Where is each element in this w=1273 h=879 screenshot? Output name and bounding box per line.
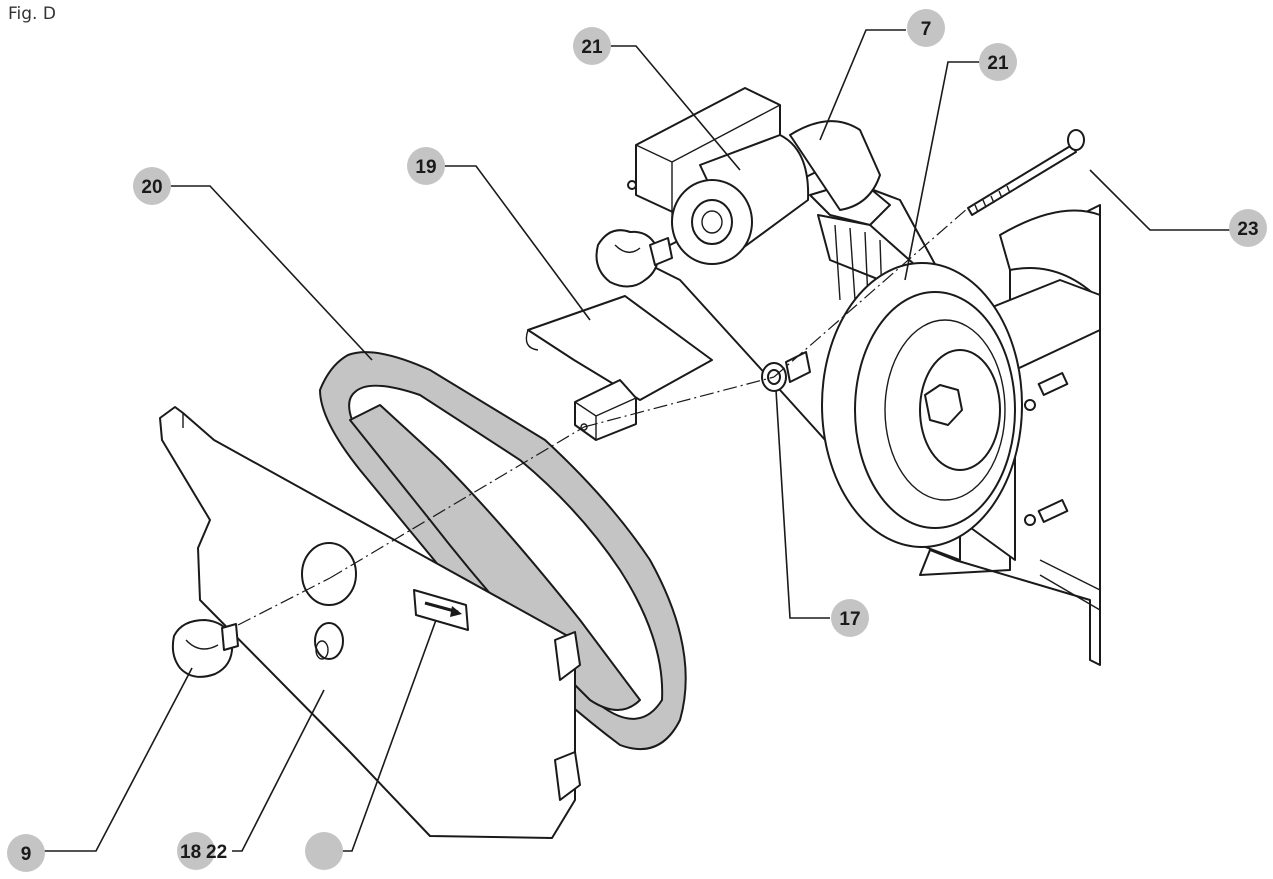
callout-7: 7 <box>907 9 945 47</box>
callout-23-text: 23 <box>1237 219 1258 240</box>
top-knob <box>595 229 673 288</box>
callout-17: 17 <box>831 599 869 637</box>
callout-21-left-text: 21 <box>581 37 603 58</box>
callout-18-22: 18 22 <box>177 832 227 870</box>
callout-23: 23 <box>1229 209 1267 247</box>
callout-19-text: 19 <box>415 157 436 178</box>
assembly-axes <box>237 207 969 626</box>
front-knob <box>171 619 239 678</box>
drive-belt <box>319 351 687 750</box>
callout-7-text: 7 <box>921 19 932 40</box>
leader-lines <box>36 29 1230 852</box>
bracket-plate <box>525 295 713 441</box>
callout-20: 20 <box>133 167 171 205</box>
roller <box>671 120 881 265</box>
front-cover <box>159 406 581 839</box>
washer-screw <box>761 351 811 392</box>
drive-pulley <box>821 262 1023 548</box>
figure-label: Fig. D <box>8 4 56 24</box>
callout-21-right: 21 <box>979 43 1017 81</box>
callout-blank <box>305 832 343 870</box>
long-bolt <box>967 129 1085 216</box>
callout-9: 9 <box>7 834 45 872</box>
callout-22-text: 22 <box>206 842 227 863</box>
callout-17-text: 17 <box>839 609 860 630</box>
callout-19: 19 <box>407 147 445 185</box>
callout-21-left: 21 <box>573 27 611 65</box>
callout-20-text: 20 <box>141 177 162 198</box>
callout-21-right-text: 21 <box>987 53 1009 74</box>
callout-18-text: 18 <box>180 842 201 863</box>
callout-9-text: 9 <box>21 844 32 865</box>
